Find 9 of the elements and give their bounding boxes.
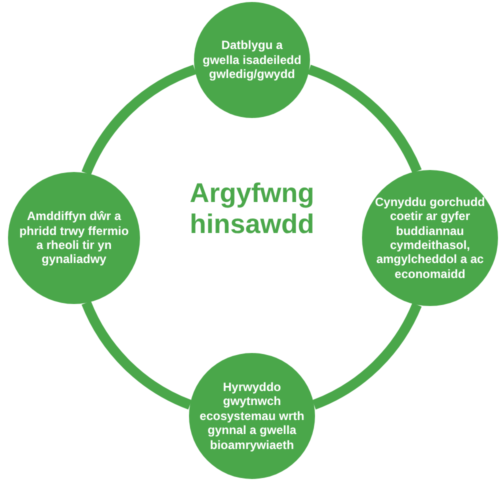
ring-arc xyxy=(82,300,192,410)
ring-arc xyxy=(82,64,197,176)
ring-arc xyxy=(312,302,422,410)
ring-arc xyxy=(307,64,422,174)
node-text: Datblygu a gwella isadeiledd gwledig/gwydd xyxy=(202,38,302,82)
node-text: Cynyddu gorchudd coetir ar gyfer buddiannau cymdeithasol, amgylcheddol a ac economaidd xyxy=(374,194,486,282)
node-text: Amddiffyn dŵr a phridd trwy ffermio a rheoli tir yn gynaliadwy xyxy=(18,209,130,267)
node-text: Hyrwyddo gwytnwch ecosystemau wrth gynnal a gwella bioamrywiaeth xyxy=(198,380,306,452)
center-title: Argyfwng hinsawdd xyxy=(188,178,316,240)
